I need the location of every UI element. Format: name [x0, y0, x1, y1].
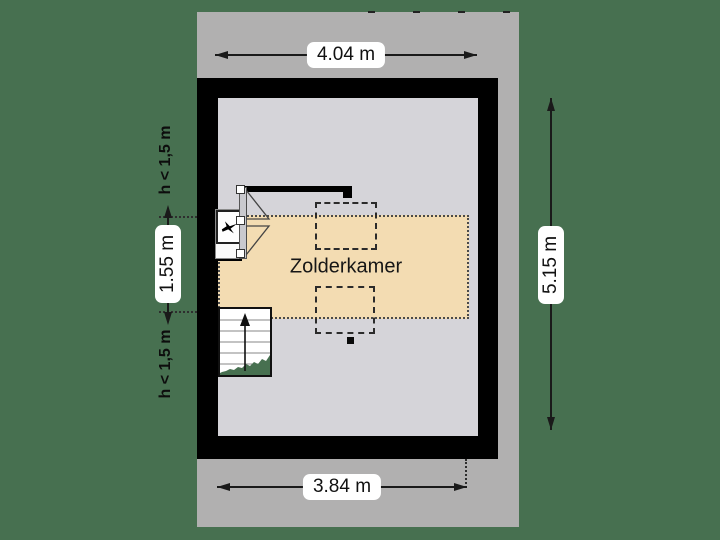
dimension-label-left: 1.55 m: [155, 224, 181, 304]
arrowhead-icon: [464, 51, 477, 59]
low-headroom-label-top: h < 1,5 m: [157, 125, 174, 195]
window-hinge: [236, 216, 245, 225]
low-headroom-label-bottom: h < 1,5 m: [157, 329, 174, 399]
point-marker: [347, 337, 354, 344]
arrowhead-icon: [454, 483, 467, 491]
arrowhead-icon: [215, 51, 228, 59]
room-label: Zolderkamer: [289, 255, 403, 278]
dormer-wall-stub-cap: [343, 186, 352, 198]
window-hinge: [236, 249, 245, 258]
extension-line: [159, 311, 197, 313]
canvas-edge-ticks: [330, 11, 518, 13]
arrowhead-icon: [547, 417, 555, 430]
arrowhead-icon: [164, 205, 172, 218]
extension-line: [159, 216, 197, 218]
bird-icon: [221, 221, 237, 234]
roof-window-outline-2: [315, 286, 375, 334]
arrowhead-icon: [547, 98, 555, 111]
staircase: [218, 307, 272, 377]
roof-window-outline-1: [315, 202, 377, 250]
dormer-wall-stub: [241, 186, 352, 192]
arrowhead-icon: [164, 312, 172, 325]
staircase-drawing: [220, 313, 270, 375]
extension-line: [465, 459, 467, 488]
casement-swing-icon: [246, 188, 271, 257]
arrowhead-icon: [217, 483, 230, 491]
dimension-label-top: 4.04 m: [306, 42, 386, 68]
up-arrow-icon: [240, 313, 250, 326]
dimension-label-bottom: 3.84 m: [302, 474, 382, 500]
window-hinge: [236, 185, 245, 194]
headroom-zone: [218, 215, 469, 319]
dimension-label-right: 5.15 m: [538, 225, 564, 305]
